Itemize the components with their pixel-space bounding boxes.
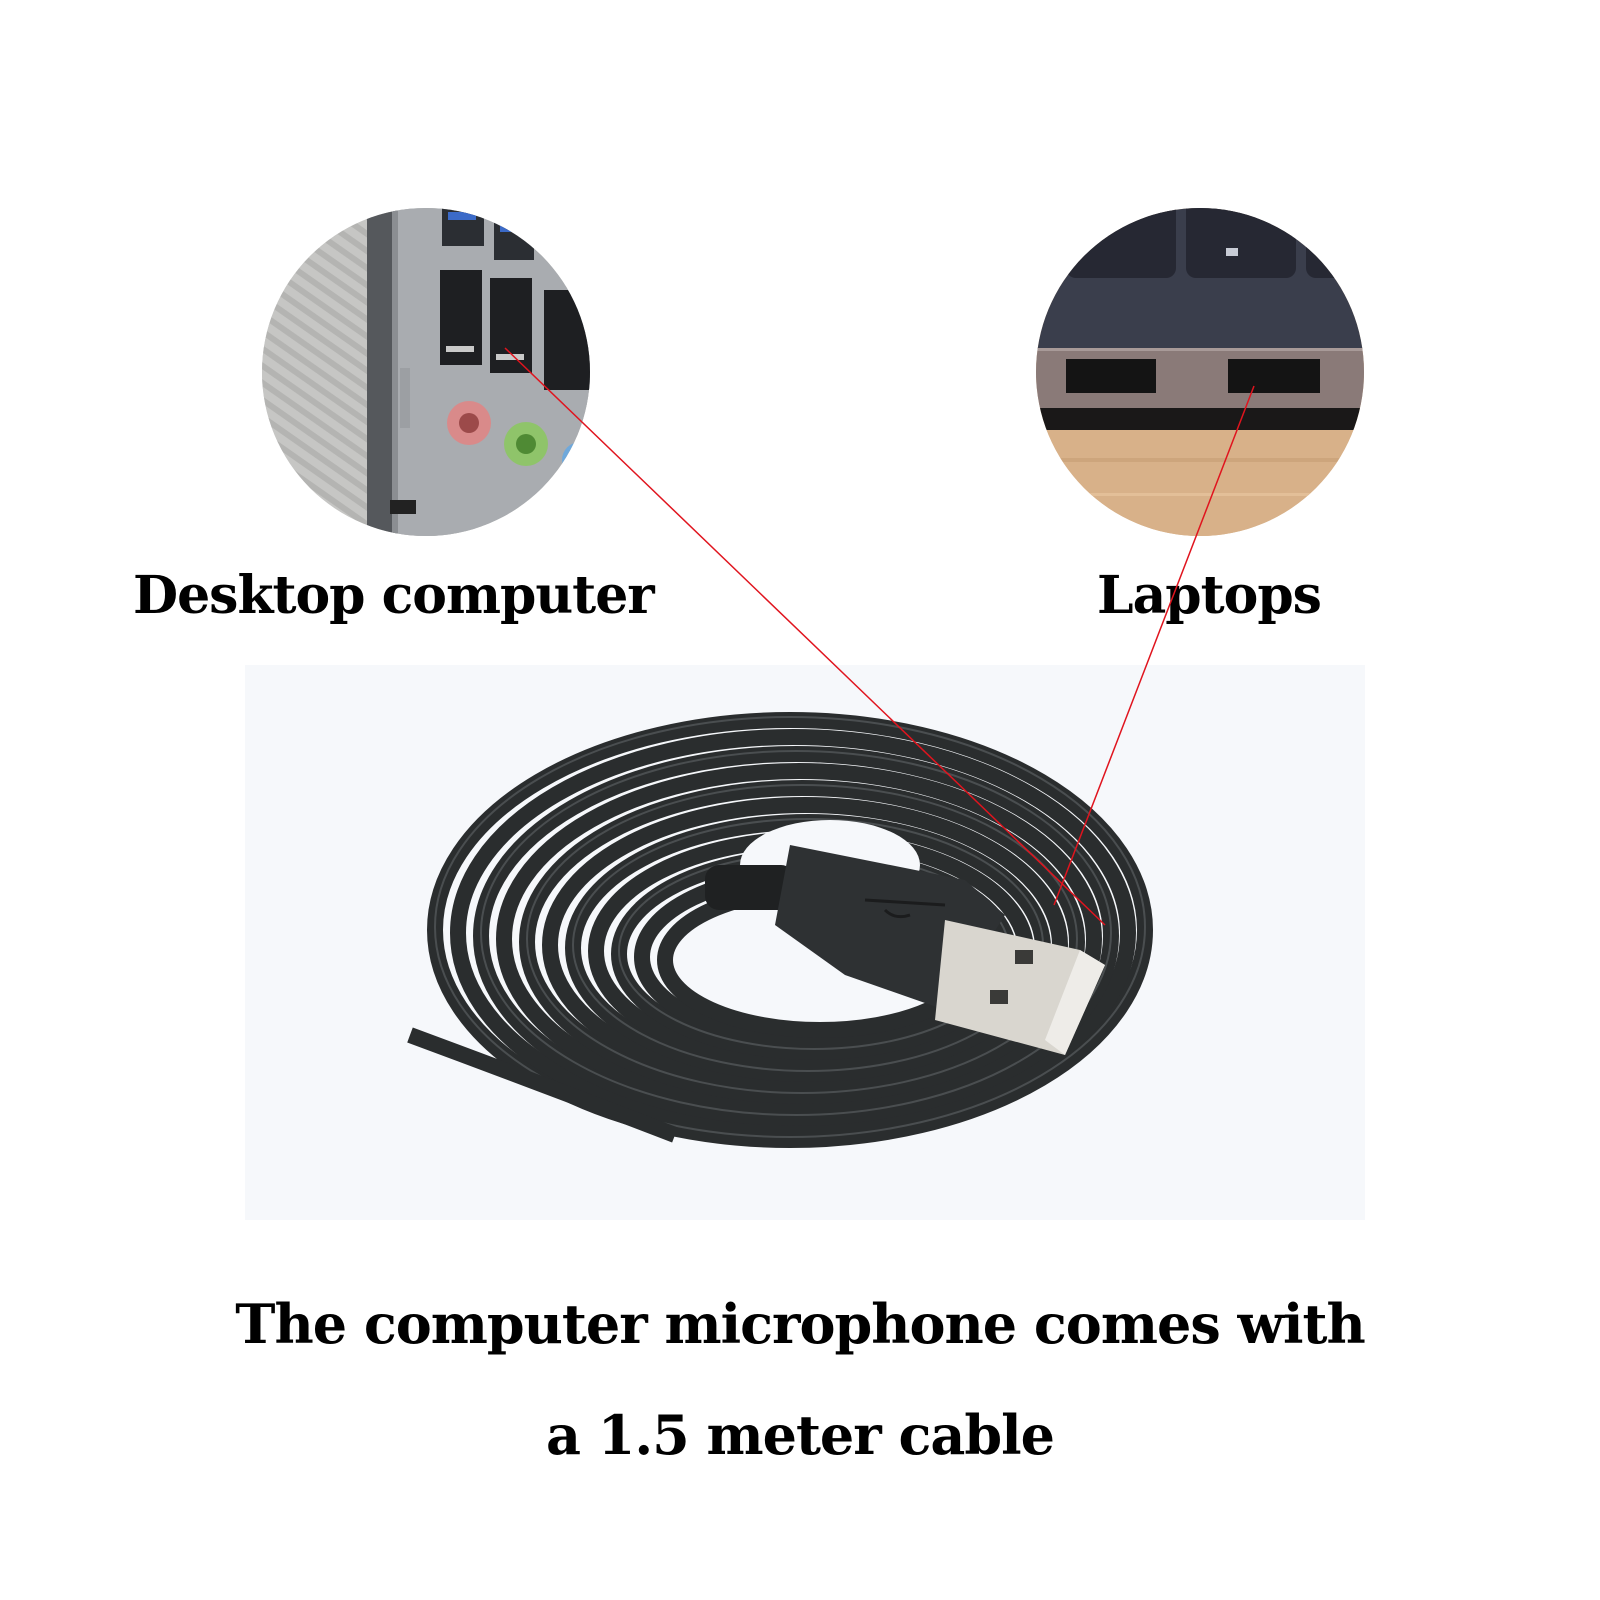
caption-line-1: The computer microphone comes with xyxy=(235,1292,1365,1356)
usb-cable-image xyxy=(245,665,1365,1220)
laptop-ports-image xyxy=(1036,208,1364,536)
desktop-ports-image xyxy=(262,208,590,536)
desktop-computer-label: Desktop computer xyxy=(133,565,655,626)
coiled-cable-illustration xyxy=(407,712,1153,1148)
desktop-io-panel-illustration xyxy=(262,208,590,536)
laptop-usb-ports-illustration xyxy=(1036,208,1364,536)
laptops-label: Laptops xyxy=(1097,565,1322,626)
caption-line-2: a 1.5 meter cable xyxy=(545,1403,1055,1467)
